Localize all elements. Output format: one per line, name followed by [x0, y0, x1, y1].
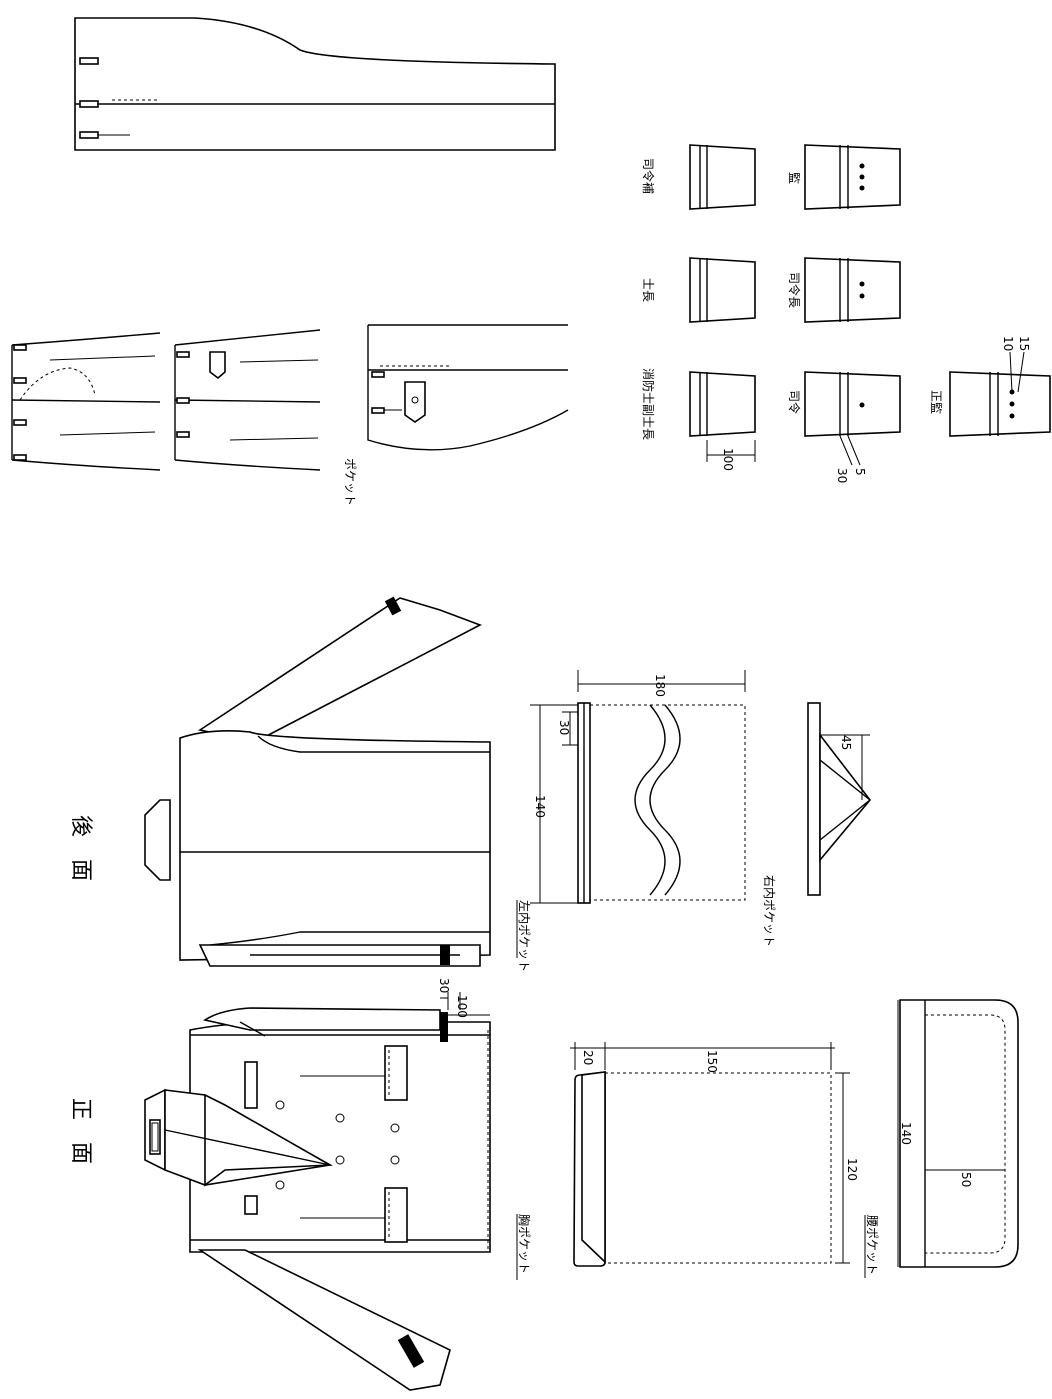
chest-pocket-label: 胸ポケット	[517, 1214, 532, 1274]
dim-sleeve-30: 30	[437, 978, 451, 993]
rank-label-r5: 司令長	[787, 272, 802, 308]
dim-chest-20: 20	[581, 1050, 595, 1065]
waist-pocket: 140 50 腰ポケット	[864, 999, 1019, 1278]
dim-waist-140: 140	[899, 1122, 913, 1145]
cuff-rank-badges: 司令補 監 士長 司令長 消防士副士長 100 司令	[641, 144, 1051, 483]
dim-chest-120: 120	[845, 1158, 859, 1181]
chest-pocket: 20 150 120 胸ポケット	[516, 1042, 859, 1280]
dim-cuff-5: 5	[853, 468, 867, 476]
front-view-jacket: 30 100 正 面	[68, 978, 491, 1391]
dim-cuff-30: 30	[835, 468, 849, 483]
pocket-label: ポケット	[343, 458, 357, 506]
waist-pocket-label: 腰ポケット	[865, 1215, 879, 1275]
dim-cuff-100: 100	[721, 448, 735, 471]
dim-inner-180: 180	[653, 674, 667, 697]
dim-inner-140: 140	[533, 795, 547, 818]
rank-label-r4: 監	[787, 172, 802, 184]
rank-label-r6: 司令	[787, 390, 802, 414]
dim-waist-50: 50	[959, 1172, 973, 1187]
pocket-detail-views: ポケット	[11, 324, 569, 506]
rank-label-r1: 司令補	[641, 158, 656, 194]
left-inner-pocket: 180 140 30 左内ポケット	[516, 670, 746, 972]
left-inner-pocket-label: 左内ポケット	[517, 900, 532, 972]
sleeve-side-view	[74, 17, 556, 151]
back-title: 後 面	[68, 815, 93, 881]
dim-right-45: 45	[839, 735, 853, 750]
rank-label-r7: 正監	[929, 390, 944, 414]
right-inner-pocket-label: 右内ポケット	[762, 875, 777, 947]
dim-inner-30: 30	[557, 720, 571, 735]
rank-label-r3: 消防士副士長	[641, 368, 656, 440]
right-inner-pocket: 45 右内ポケット	[762, 702, 872, 947]
dim-cuff-10: 10	[1001, 336, 1015, 351]
back-view-jacket: 後 面	[68, 596, 491, 967]
dim-cuff-15: 15	[1017, 336, 1031, 351]
dim-chest-150: 150	[705, 1050, 719, 1073]
dim-sleeve-100: 100	[455, 995, 469, 1018]
rank-label-r2: 士長	[641, 278, 655, 302]
front-title: 正 面	[68, 1098, 93, 1164]
